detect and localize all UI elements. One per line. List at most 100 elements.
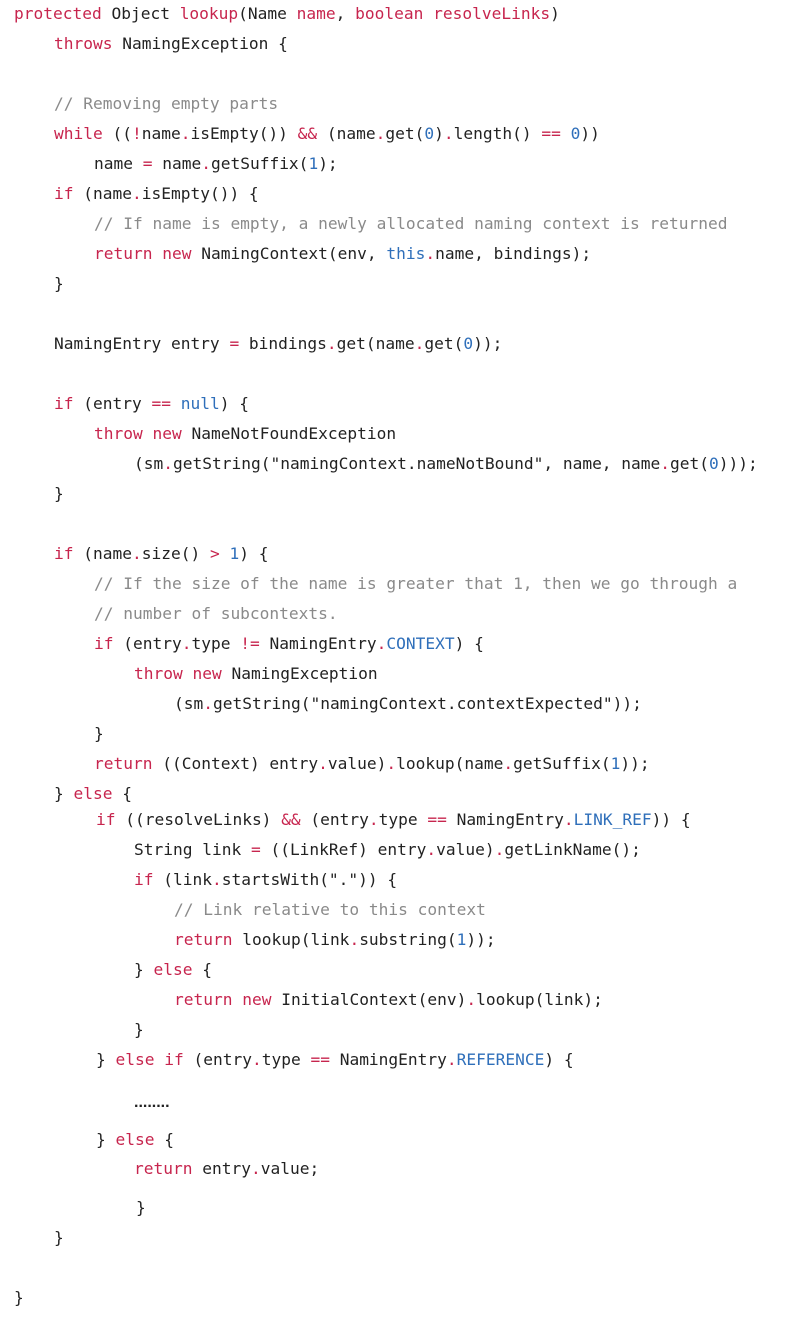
operator-token: . <box>203 694 213 713</box>
keyword-token: return <box>134 1159 193 1178</box>
code-line: if (name.size() > 1) { <box>54 544 268 564</box>
keyword-token: return <box>174 990 233 1009</box>
code-line: throw new NamingException <box>134 664 378 684</box>
text-token: (sm <box>174 694 204 713</box>
operator-token: . <box>425 244 436 263</box>
text-token <box>561 124 571 143</box>
code-line: throw new NameNotFoundException <box>94 424 396 444</box>
code-line: if (entry == null) { <box>54 394 249 414</box>
text-token: get( <box>424 334 464 353</box>
keyword-token: else <box>115 1130 155 1149</box>
operator-token: . <box>181 634 192 653</box>
keyword-token: if <box>54 544 74 563</box>
code-line: } <box>14 1288 24 1308</box>
text-token: NamingContext(env, <box>191 244 387 263</box>
text-token: ) { <box>219 394 249 413</box>
operator-token: . <box>131 544 142 563</box>
text-token: (( <box>102 124 132 143</box>
operator-token: != <box>240 634 260 653</box>
text-token: , <box>335 4 356 23</box>
text-token: size() <box>141 544 210 563</box>
code-line: if (entry.type != NamingEntry.CONTEXT) { <box>94 634 484 654</box>
code-line: } <box>136 1198 146 1218</box>
text-token: (sm <box>134 454 164 473</box>
operator-token: . <box>503 754 514 773</box>
comment-token: // If the size of the name is greater th… <box>94 574 738 593</box>
code-line: if ((resolveLinks) && (entry.type == Nam… <box>96 810 691 830</box>
text-token: Object <box>101 4 180 23</box>
code-line: while ((!name.isEmpty()) && (name.get(0)… <box>54 124 600 144</box>
text-token <box>154 1050 164 1069</box>
operator-token: . <box>326 334 337 353</box>
code-line: return lookup(link.substring(1)); <box>174 930 496 950</box>
operator-token: . <box>386 754 397 773</box>
operator-token: . <box>376 634 387 653</box>
code-line: } else if (entry.type == NamingEntry.REF… <box>96 1050 574 1070</box>
code-line: } else { <box>54 784 132 804</box>
text-token: (Name <box>238 4 297 23</box>
keyword-token: return <box>174 930 233 949</box>
text-token: InitialContext(env) <box>271 990 467 1009</box>
keyword-token: new <box>192 664 222 683</box>
keyword-token: if <box>164 1050 184 1069</box>
text-token: ) <box>434 124 444 143</box>
keyword-token: else <box>73 784 113 803</box>
literal-token: null <box>180 394 220 413</box>
operator-token: . <box>446 1050 457 1069</box>
comment-token: // Link relative to this context <box>174 900 486 919</box>
operator-token: . <box>250 1159 261 1178</box>
code-line: throws NamingException { <box>54 34 288 54</box>
operator-token: == <box>151 394 171 413</box>
text-token: )); <box>473 334 503 353</box>
code-line: if (link.startsWith(".")) { <box>134 870 397 890</box>
keyword-token: new <box>162 244 192 263</box>
text-token: } <box>136 1198 146 1217</box>
text-token: } <box>14 1288 24 1307</box>
code-line: return entry.value; <box>134 1159 319 1179</box>
text-token <box>152 244 162 263</box>
operator-token: = <box>250 840 261 859</box>
text-token: type <box>378 810 428 829</box>
text-token <box>232 990 242 1009</box>
comment-token: // If name is empty, a newly allocated n… <box>94 214 728 233</box>
text-token: } <box>54 1228 64 1247</box>
operator-token: . <box>163 454 173 473</box>
text-token <box>220 544 230 563</box>
code-line: NamingEntry entry = bindings.get(name.ge… <box>54 334 502 354</box>
operator-token: . <box>466 990 477 1009</box>
text-token: } <box>134 1020 144 1039</box>
code-line: // number of subcontexts. <box>94 604 338 624</box>
code-line: } <box>94 724 104 744</box>
operator-token: . <box>494 840 505 859</box>
text-token: NamingException <box>221 664 378 683</box>
text-token: String link <box>134 840 251 859</box>
literal-token: 1 <box>229 544 240 563</box>
operator-token: ! <box>131 124 142 143</box>
text-token: } <box>54 784 74 803</box>
operator-token: . <box>426 840 437 859</box>
code-line: return new NamingContext(env, this.name,… <box>94 244 591 264</box>
keyword-token: else <box>153 960 193 979</box>
literal-token: 0 <box>424 124 435 143</box>
text-token: ) { <box>544 1050 574 1069</box>
operator-token: . <box>131 184 142 203</box>
literal-token: 0 <box>570 124 581 143</box>
operator-token: . <box>180 124 191 143</box>
operator-token: . <box>349 930 360 949</box>
literal-token: 0 <box>709 454 719 473</box>
text-token: lookup(link); <box>476 990 603 1009</box>
operator-token: == <box>310 1050 330 1069</box>
literal-token: LINK_REF <box>573 810 652 829</box>
text-token: } <box>96 1050 116 1069</box>
operator-token: && <box>297 124 318 143</box>
text-token: startsWith(".")) { <box>221 870 398 889</box>
operator-token: && <box>281 810 301 829</box>
text-token: value) <box>436 840 495 859</box>
operator-token: == <box>427 810 447 829</box>
comment-token: // number of subcontexts. <box>94 604 338 623</box>
code-line: return new InitialContext(env).lookup(li… <box>174 990 603 1010</box>
keyword-token: if <box>94 634 114 653</box>
text-token: } <box>94 724 104 743</box>
text-token: get(name <box>336 334 415 353</box>
operator-token: . <box>368 810 379 829</box>
